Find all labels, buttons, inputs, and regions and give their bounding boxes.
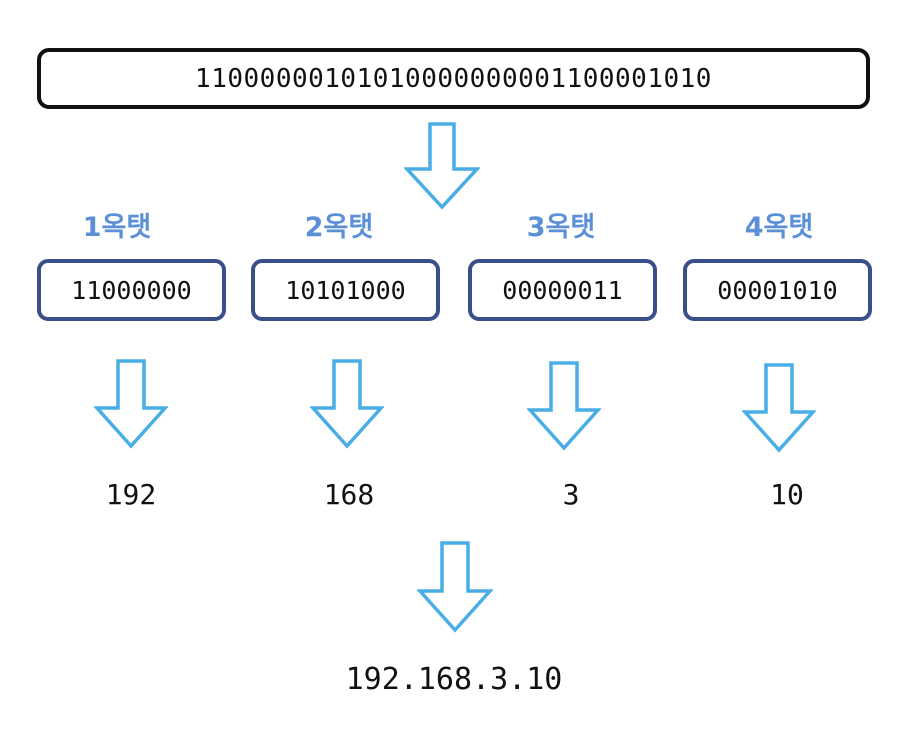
arrow-down-icon xyxy=(94,359,168,449)
octet-binary-2: 10101000 xyxy=(285,275,406,305)
octet-decimal-3: 3 xyxy=(562,478,580,511)
octet-box-1: 11000000 xyxy=(37,259,226,321)
arrow-down-icon xyxy=(310,359,384,449)
arrow-down-icon xyxy=(404,122,480,210)
binary-address-text: 11000000101010000000001100001010 xyxy=(195,63,712,94)
arrow-down-icon xyxy=(527,361,601,451)
octet-label-4: 4옥탯 xyxy=(744,212,814,243)
arrow-down-icon xyxy=(417,541,493,633)
octet-box-3: 00000011 xyxy=(468,259,657,321)
arrow-down-icon xyxy=(742,363,816,453)
octet-decimal-4: 10 xyxy=(770,478,804,511)
octet-binary-4: 00001010 xyxy=(717,275,838,305)
octet-label-1: 1옥탯 xyxy=(82,212,152,243)
octet-decimal-2: 168 xyxy=(323,478,375,511)
dotted-decimal-address: 192.168.3.10 xyxy=(345,662,563,697)
binary-address-box: 11000000101010000000001100001010 xyxy=(37,48,870,109)
octet-box-2: 10101000 xyxy=(251,259,440,321)
octet-binary-3: 00000011 xyxy=(502,275,623,305)
octet-label-2: 2옥탯 xyxy=(304,212,374,243)
octet-decimal-1: 192 xyxy=(105,478,157,511)
octet-box-4: 00001010 xyxy=(683,259,872,321)
octet-binary-1: 11000000 xyxy=(71,275,192,305)
octet-label-3: 3옥탯 xyxy=(526,212,596,243)
